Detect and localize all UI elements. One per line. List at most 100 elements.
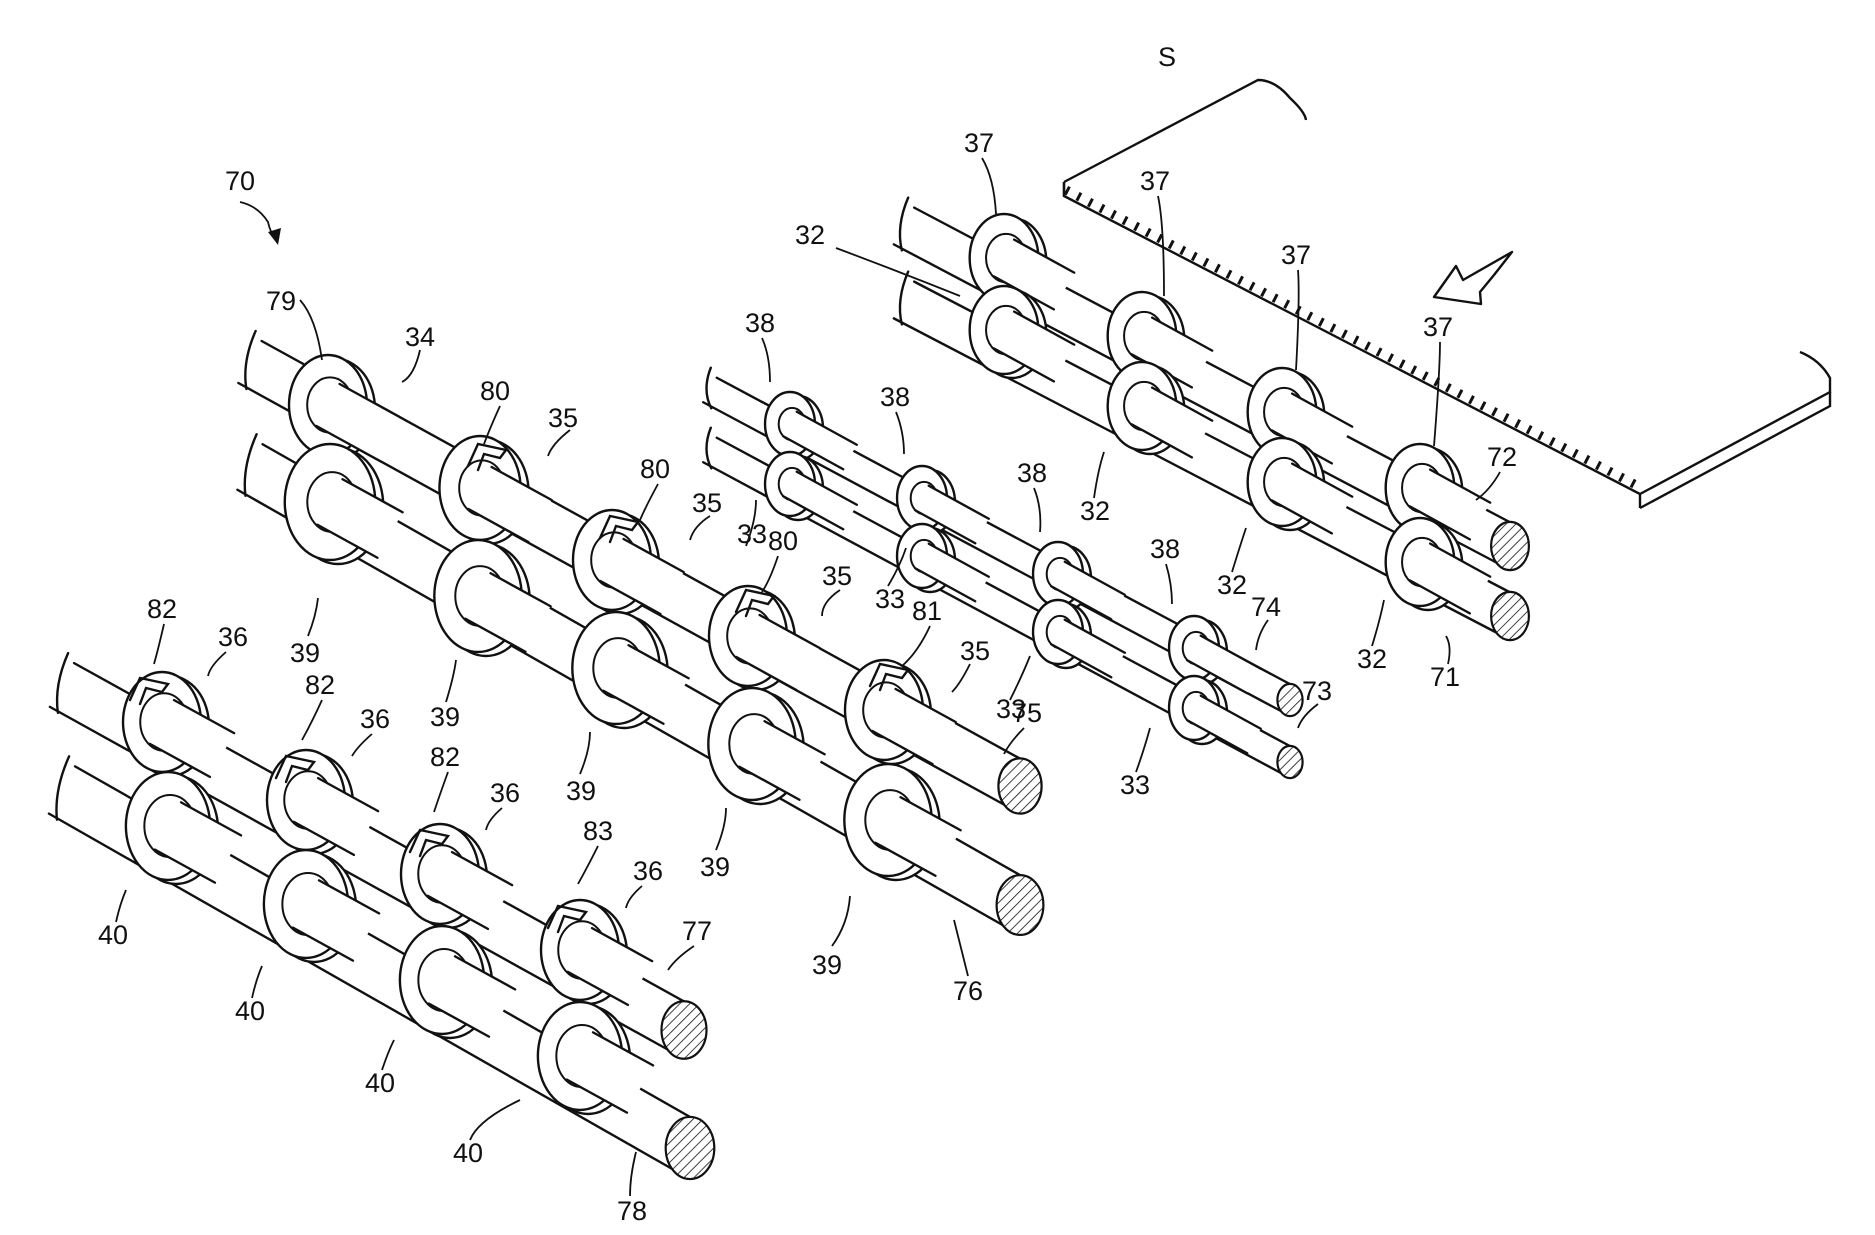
ref-S: S (1158, 42, 1176, 72)
leader-line-2 (402, 350, 420, 382)
ref-80a: 80 (480, 376, 510, 406)
shaft-78-end-face (666, 1117, 715, 1179)
leader-line-6 (690, 516, 710, 540)
ref-80b: 80 (640, 454, 670, 484)
leader-line-27 (116, 890, 126, 922)
ref-33c: 33 (996, 694, 1026, 724)
ref-37d: 37 (1423, 312, 1453, 342)
leader-line-14 (580, 732, 590, 774)
leader-line-13 (446, 660, 456, 702)
ref-32d: 32 (1357, 644, 1387, 674)
leader-line-5 (640, 484, 658, 520)
ref-39c: 39 (566, 776, 596, 806)
leader-line-11 (1004, 728, 1024, 754)
leader-line-35 (1166, 564, 1172, 604)
ref-82b: 82 (305, 670, 335, 700)
ref-38b: 38 (880, 382, 910, 412)
ref-35d: 35 (960, 636, 990, 666)
ref-82a: 82 (147, 594, 177, 624)
leader-line-21 (352, 734, 372, 756)
ref-78: 78 (617, 1196, 647, 1226)
leader-line-39 (1136, 728, 1150, 772)
leader-line-24 (578, 846, 598, 884)
ref-39b: 39 (430, 702, 460, 732)
shaft-74-end-face (1277, 684, 1302, 716)
ref-39e: 39 (812, 950, 842, 980)
feed-direction-arrow (1434, 252, 1512, 304)
leader-line-29 (382, 1040, 394, 1070)
ref-38c: 38 (1017, 458, 1047, 488)
ref-38d: 38 (1150, 534, 1180, 564)
ref-35b: 35 (692, 488, 722, 518)
ref-40a: 40 (98, 920, 128, 950)
ref-71: 71 (1430, 662, 1460, 692)
ref-33d: 33 (1120, 770, 1150, 800)
ref-79: 79 (266, 286, 296, 316)
ref-35a: 35 (548, 403, 578, 433)
leader-line-19 (208, 652, 226, 676)
ref-37a: 37 (964, 128, 994, 158)
leader-line-10 (952, 664, 970, 692)
ref-32c: 32 (1217, 570, 1247, 600)
ref-40b: 40 (235, 996, 265, 1026)
ref-36a: 36 (218, 622, 248, 652)
ref-39d: 39 (700, 852, 730, 882)
ref-83: 83 (583, 816, 613, 846)
ref-36b: 36 (360, 704, 390, 734)
leader-line-31 (630, 1152, 636, 1196)
leader-line-44 (1296, 270, 1299, 370)
leader-line-33 (896, 412, 904, 454)
leader-line-28 (252, 966, 262, 998)
leader-line-51 (1446, 636, 1450, 664)
leader-line-16 (832, 896, 850, 946)
leader-line-17 (954, 920, 968, 976)
shaft-72-end-face (1491, 522, 1529, 570)
leader-line-15 (716, 808, 726, 850)
ref-76: 76 (953, 976, 983, 1006)
leader-line-40 (1256, 620, 1268, 650)
shaft-72 (894, 198, 1529, 571)
ref-33b: 33 (875, 584, 905, 614)
ref-36c: 36 (490, 778, 520, 808)
leader-line-42 (982, 158, 996, 214)
shaft-73-end-face (1277, 746, 1302, 778)
leader-line-20 (302, 700, 322, 740)
shaft-75-end-face (998, 758, 1041, 813)
ref-82c: 82 (430, 742, 460, 772)
leader-line-46 (836, 248, 960, 296)
leader-line-8 (822, 590, 840, 616)
ref-36d: 36 (633, 856, 663, 886)
leader-line-45 (1434, 342, 1440, 446)
leader-line-4 (548, 430, 570, 456)
reference-labels: 70 S 79 34 80 35 80 35 33 80 35 81 35 75… (98, 42, 1517, 1226)
leader-line-1 (300, 300, 322, 360)
ref-72: 72 (1487, 442, 1517, 472)
ref-39a: 39 (290, 638, 320, 668)
leader-line-32 (762, 338, 770, 382)
ref-33a: 33 (737, 519, 767, 549)
leader-line-18 (154, 624, 164, 664)
leader-line-49 (1372, 600, 1384, 646)
shaft-71-end-face (1491, 592, 1529, 640)
ref-35c: 35 (822, 561, 852, 591)
leader-line-47 (1094, 452, 1104, 498)
leader-line-7 (762, 556, 778, 592)
ref-40c: 40 (365, 1068, 395, 1098)
ref-37b: 37 (1140, 166, 1170, 196)
shaft-77-end-face (662, 1001, 707, 1059)
ref-73: 73 (1302, 676, 1332, 706)
ref-40d: 40 (453, 1138, 483, 1168)
ref-38a: 38 (745, 308, 775, 338)
ref-34: 34 (405, 322, 435, 352)
ref-74: 74 (1251, 592, 1281, 622)
ref-37c: 37 (1281, 240, 1311, 270)
ref-32b: 32 (1080, 496, 1110, 526)
ref-32a: 32 (795, 220, 825, 250)
ref-81: 81 (912, 596, 942, 626)
leader-line-23 (486, 808, 502, 830)
leader-line-30 (470, 1100, 520, 1140)
ref-77: 77 (682, 916, 712, 946)
shaft-76-end-face (997, 875, 1044, 935)
leader-line-34 (1034, 488, 1040, 532)
